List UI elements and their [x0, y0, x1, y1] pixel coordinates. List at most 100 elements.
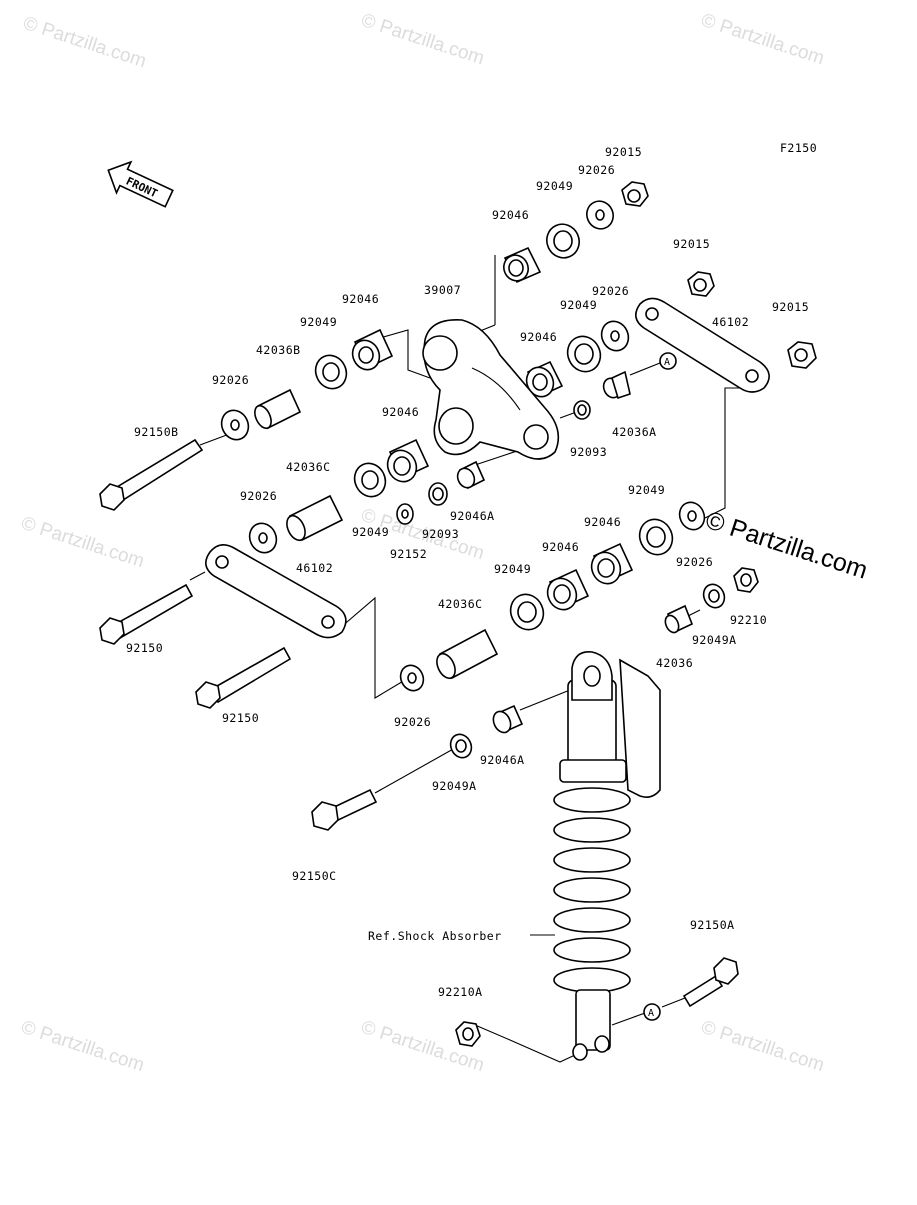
label-92015-mid: 92015 [673, 237, 710, 251]
part-nut-92210 [733, 567, 759, 593]
shock-spring [553, 787, 631, 993]
callout-a-upper: A [659, 352, 677, 370]
part-number-labels: 92015 92026 92049 92046 92015 92015 4610… [126, 145, 809, 999]
part-nut-92015-right [787, 341, 817, 369]
label-92046-lower: 92046 [542, 540, 579, 554]
label-46102-right: 46102 [712, 315, 749, 329]
part-tie-rod-46102-right [635, 297, 770, 393]
label-92026-left: 92026 [212, 373, 249, 387]
part-seal-92093-center [428, 482, 448, 506]
part-washer-92026-right2 [678, 501, 706, 531]
part-bolt-92150-a [99, 583, 194, 645]
callout-a-lower: A [643, 1003, 661, 1021]
label-92049-lower: 92049 [494, 562, 531, 576]
watermark: © Partzilla.com [18, 513, 146, 573]
label-92015-right: 92015 [772, 300, 809, 314]
label-92152: 92152 [390, 547, 427, 561]
label-ref-shock-absorber: Ref.Shock Absorber [368, 929, 502, 943]
label-92049-left: 92049 [300, 315, 337, 329]
part-bearing-92046-center [386, 438, 430, 483]
label-92046-left: 92046 [342, 292, 379, 306]
front-arrow: FRONT [107, 160, 174, 208]
label-42036C-top: 42036C [286, 460, 331, 474]
part-rocker-arm-39007 [422, 319, 560, 460]
part-bolt-92150-b [195, 646, 292, 709]
part-seal-92049A-right [702, 583, 726, 609]
part-washer-92026-lower [399, 664, 425, 692]
part-seal-92049-lower [509, 593, 545, 631]
label-92026-right2: 92026 [676, 555, 713, 569]
part-bearing-92046-mid [525, 360, 564, 398]
label-92049A-lower: 92049A [432, 779, 477, 793]
label-92150-a: 92150 [126, 641, 163, 655]
part-bolt-92150B [99, 438, 204, 511]
part-collar-42036C-top [286, 494, 344, 542]
part-bearing-92046-lower [546, 568, 590, 611]
label-92093-center: 92093 [422, 527, 459, 541]
part-washer-92026-left [220, 409, 250, 441]
part-bearing-92046A-center [456, 460, 486, 490]
label-92049A-right: 92049A [692, 633, 737, 647]
part-bolt-92150C [311, 788, 378, 831]
part-bearing-92046-right2 [590, 542, 634, 585]
part-washer-92026-top [586, 200, 614, 230]
part-collar-42036B [254, 388, 302, 430]
part-shock-absorber [553, 651, 661, 1061]
label-92150-b: 92150 [222, 711, 259, 725]
brand-text: © Partzilla.com [702, 506, 871, 585]
label-42036: 42036 [656, 656, 693, 670]
label-92093-right: 92093 [570, 445, 607, 459]
label-92046-right2: 92046 [584, 515, 621, 529]
watermark: © Partzilla.com [358, 10, 486, 70]
label-92026-top: 92026 [578, 163, 615, 177]
part-collar-42036 [664, 604, 694, 634]
label-92046A-center: 92046A [450, 509, 495, 523]
watermark: © Partzilla.com [698, 1017, 826, 1077]
label-92015-top: 92015 [605, 145, 642, 159]
label-92046-mid: 92046 [520, 330, 557, 344]
brand-watermark: © Partzilla.com [702, 506, 871, 585]
watermarks: © Partzilla.com © Partzilla.com © Partzi… [18, 10, 826, 1077]
label-46102-left: 46102 [296, 561, 333, 575]
label-92026-left2: 92026 [240, 489, 277, 503]
label-92049-top: 92049 [536, 179, 573, 193]
figure-code: F2150 [780, 141, 817, 155]
part-bearing-92046-top [503, 246, 542, 284]
label-42036B: 42036B [256, 343, 301, 357]
watermark: © Partzilla.com [20, 13, 148, 73]
part-seal-92049-top [546, 223, 580, 259]
label-92150A: 92150A [690, 918, 735, 932]
label-92026-mid: 92026 [592, 284, 629, 298]
label-92046-center: 92046 [382, 405, 419, 419]
part-tie-rod-46102-left [205, 544, 347, 639]
label-92049-mid: 92049 [560, 298, 597, 312]
label-92049-center: 92049 [352, 525, 389, 539]
label-92026-lower: 92026 [394, 715, 431, 729]
label-92046A-lower: 92046A [480, 753, 525, 767]
part-seal-92093-right [573, 400, 591, 420]
label-39007: 39007 [424, 283, 461, 297]
part-washer-92026-mid [600, 320, 630, 352]
part-seal-92049-right2 [638, 518, 674, 556]
part-nut-92015-top [621, 181, 649, 207]
part-collar-42036A [602, 370, 631, 400]
svg-text:A: A [648, 1008, 654, 1019]
part-seal-92049A-lower [449, 733, 473, 759]
part-bearing-92046-left [351, 328, 394, 371]
label-92150B: 92150B [134, 425, 179, 439]
label-92150C: 92150C [292, 869, 337, 883]
watermark: © Partzilla.com [698, 10, 826, 70]
part-washer-92152 [396, 503, 414, 525]
label-42036A: 42036A [612, 425, 657, 439]
svg-text:A: A [664, 357, 670, 368]
part-nut-92015-mid [687, 271, 715, 297]
part-bearing-92046A-lower [492, 704, 524, 734]
part-nut-92210A [455, 1021, 481, 1047]
part-washer-92026-left2 [248, 522, 278, 554]
label-92046-top: 92046 [492, 208, 529, 222]
part-seal-92049-left [314, 354, 348, 390]
part-seal-92049-mid [566, 335, 602, 373]
part-bolt-92150A [682, 957, 739, 1008]
